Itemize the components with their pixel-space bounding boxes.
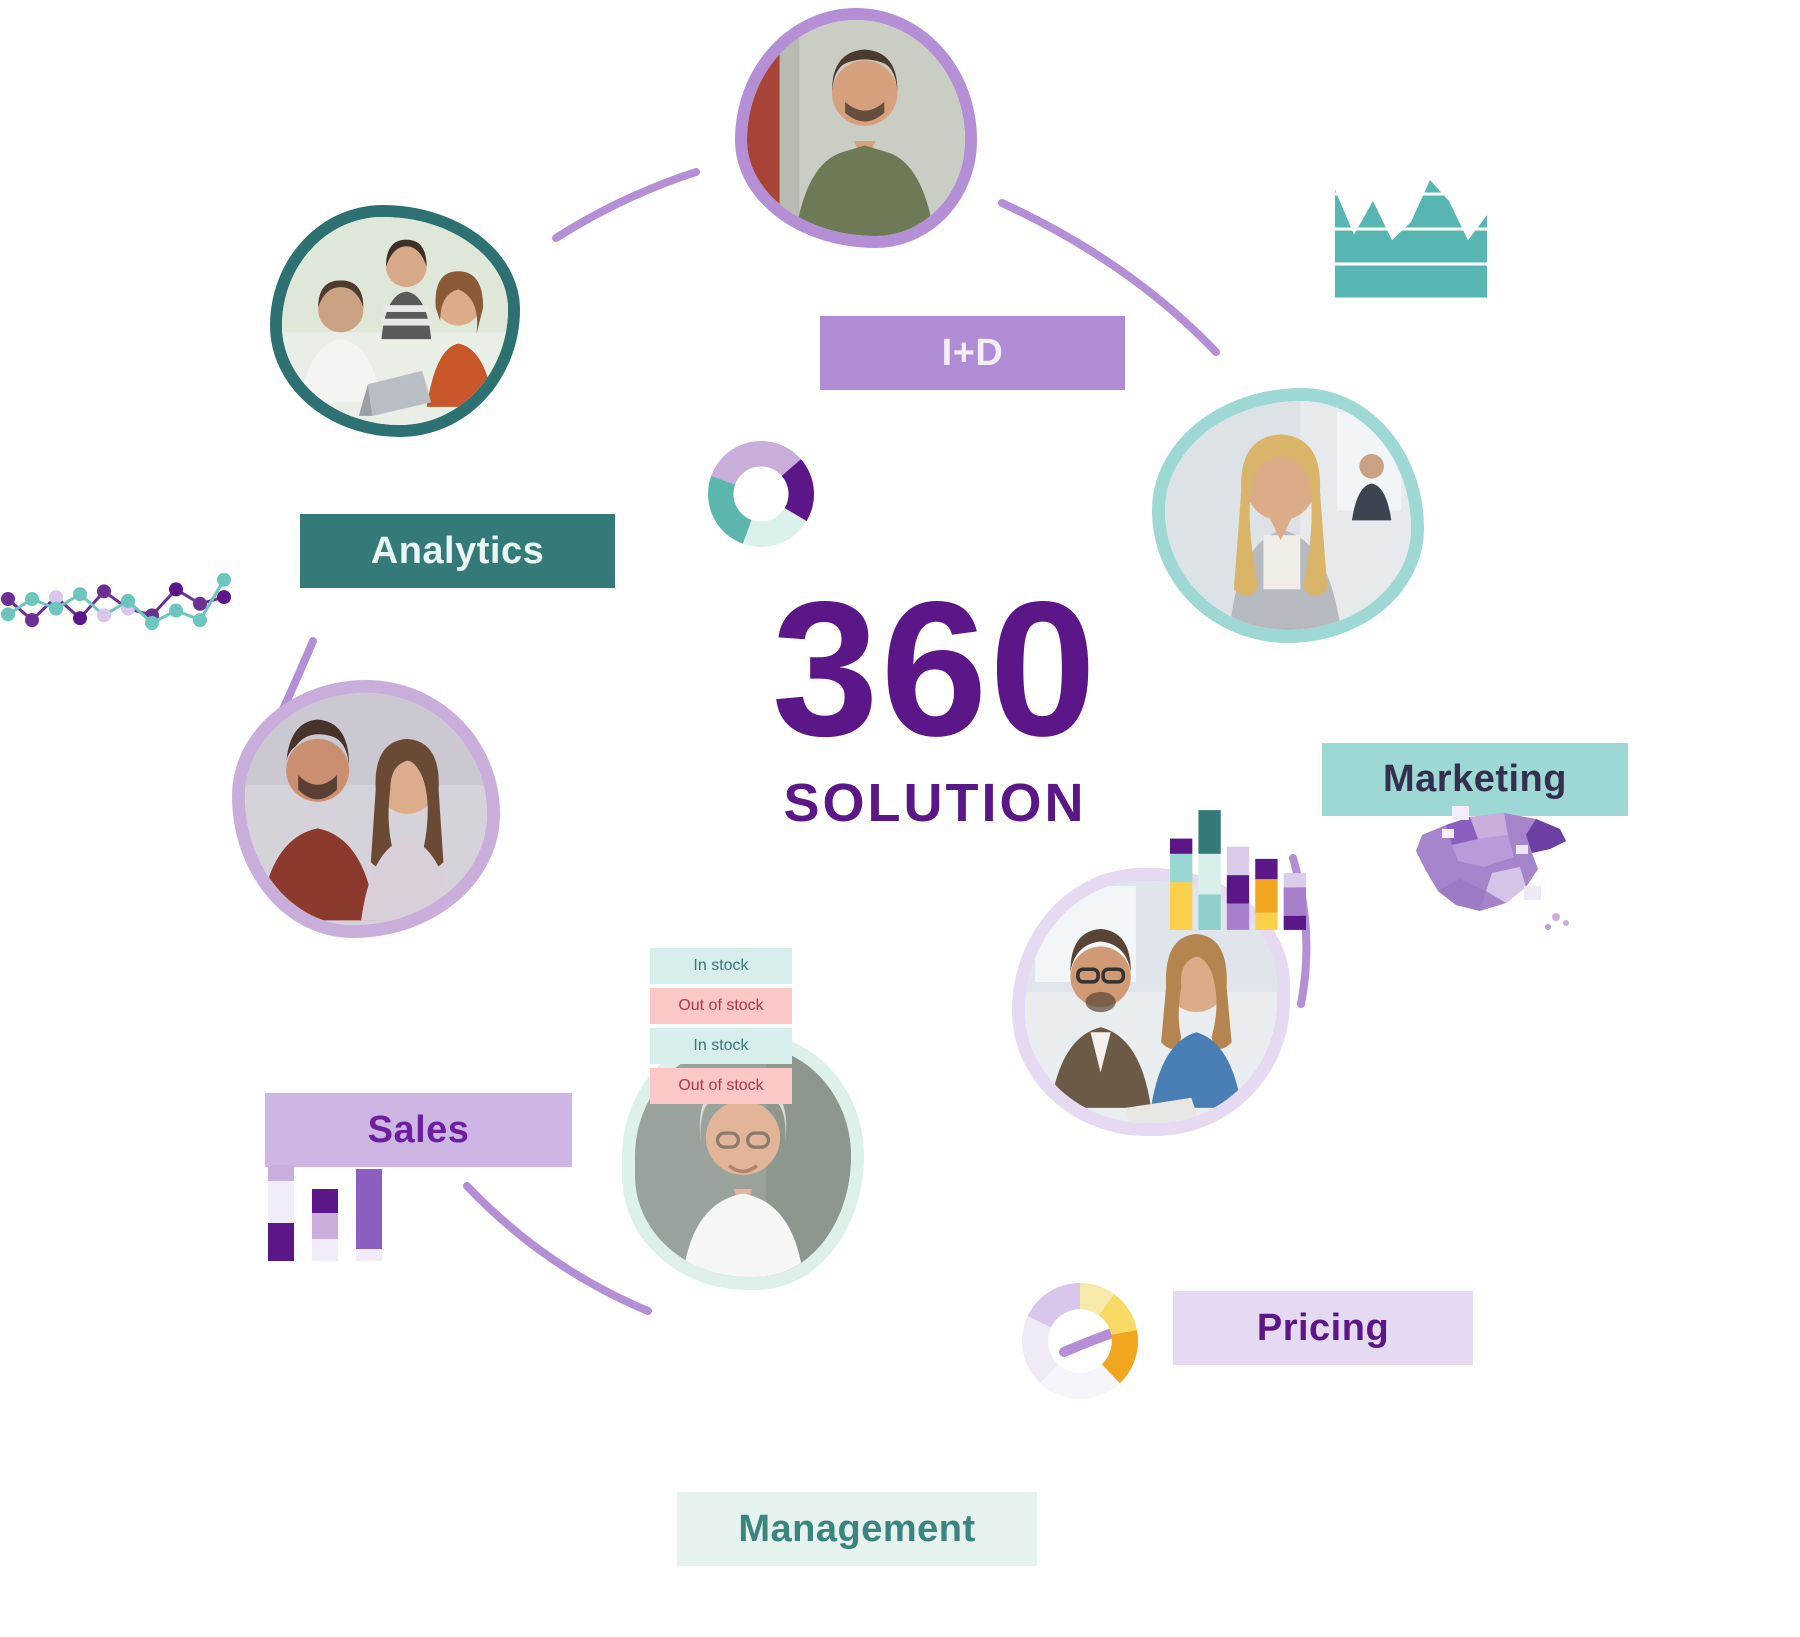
stock-badge-text: In stock	[693, 1037, 749, 1054]
label-id: I+D	[820, 316, 1125, 390]
label-marketing: Marketing	[1322, 743, 1628, 816]
photo-analytics-illustration	[282, 217, 508, 425]
stacked-bar-chart-decoration	[1170, 810, 1306, 930]
photo-sales	[232, 680, 500, 938]
connector-arc	[552, 168, 700, 242]
bar-chart-decoration	[268, 1165, 382, 1261]
teal-square-decoration	[1322, 787, 1340, 805]
photo-sales-illustration	[245, 693, 487, 925]
label-marketing-text: Marketing	[1383, 758, 1567, 800]
area-chart-decoration	[1335, 157, 1493, 301]
photo-id-illustration	[747, 20, 965, 236]
donut-chart-bottom-decoration	[1022, 1283, 1138, 1399]
label-management: Management	[677, 1492, 1037, 1566]
center-subheadline: SOLUTION	[783, 772, 1087, 833]
stock-badge-text: In stock	[693, 957, 749, 974]
stock-badge-text: Out of stock	[678, 997, 764, 1014]
stock-badge: Out of stock	[650, 988, 792, 1024]
label-id-text: I+D	[941, 331, 1004, 374]
label-pricing-text: Pricing	[1256, 1306, 1390, 1349]
photo-marketing	[1152, 388, 1424, 643]
label-sales-text: Sales	[367, 1108, 470, 1151]
stock-badge-text: Out of stock	[678, 1077, 764, 1094]
stock-badge: Out of stock	[650, 1068, 792, 1104]
center-block: 360 SOLUTION	[700, 568, 1170, 834]
label-pricing: Pricing	[1173, 1291, 1473, 1365]
label-analytics-text: Analytics	[370, 529, 545, 572]
label-analytics: Analytics	[300, 514, 615, 588]
line-chart-decoration	[1, 572, 231, 630]
label-management-text: Management	[738, 1507, 976, 1550]
stock-badge: In stock	[650, 948, 792, 984]
stock-badge-list: In stock Out of stock In stock Out of st…	[650, 948, 792, 1108]
photo-analytics	[270, 205, 520, 437]
label-sales: Sales	[265, 1093, 572, 1167]
connector-arc	[463, 1182, 652, 1315]
pale-square-decoration	[1452, 806, 1469, 820]
photo-id	[735, 8, 977, 248]
stock-badge: In stock	[650, 1028, 792, 1064]
pale-square-decoration	[1524, 886, 1541, 900]
photo-marketing-illustration	[1165, 401, 1411, 630]
donut-chart-decoration	[708, 441, 814, 547]
center-headline: 360	[771, 561, 1099, 776]
spain-map-decoration	[1416, 813, 1569, 930]
